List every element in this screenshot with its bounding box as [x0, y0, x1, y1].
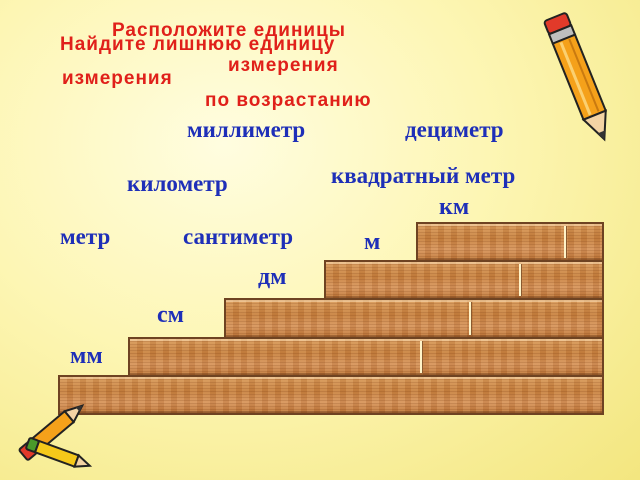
- word-square-meter[interactable]: квадратный метр: [331, 163, 516, 188]
- stair-joint: [469, 302, 471, 335]
- stair-step-base: [58, 375, 604, 415]
- stair-joint: [519, 264, 521, 296]
- task-title-line3: по возрастанию: [205, 90, 372, 111]
- word-millimeter[interactable]: миллиметр: [187, 117, 306, 142]
- word-meter[interactable]: метр: [60, 224, 111, 249]
- stair-joint: [420, 341, 422, 373]
- stair-step-m: [416, 222, 604, 262]
- question-title-line1: Найдите лишнюю единицу: [60, 34, 336, 55]
- step-label-cm[interactable]: см: [157, 302, 184, 328]
- stair-step-mm: [128, 337, 604, 377]
- step-label-dm[interactable]: дм: [258, 264, 287, 290]
- stair-joint: [564, 226, 566, 258]
- pencil-icon: [18, 404, 93, 468]
- step-label-mm[interactable]: мм: [70, 343, 103, 369]
- question-title-line2: измерения: [62, 68, 173, 89]
- step-label-km[interactable]: км: [439, 194, 470, 220]
- stair-step-dm: [324, 260, 604, 300]
- word-centimeter[interactable]: сантиметр: [183, 224, 294, 249]
- task-title-line1: Расположите единицы: [112, 20, 347, 41]
- word-decimeter[interactable]: дециметр: [405, 117, 504, 142]
- pencil-icon: [543, 12, 608, 142]
- step-label-m[interactable]: м: [364, 229, 381, 255]
- word-kilometer[interactable]: километр: [127, 171, 228, 196]
- stair-step-cm: [224, 298, 604, 339]
- task-title-line2: измерения: [228, 55, 339, 76]
